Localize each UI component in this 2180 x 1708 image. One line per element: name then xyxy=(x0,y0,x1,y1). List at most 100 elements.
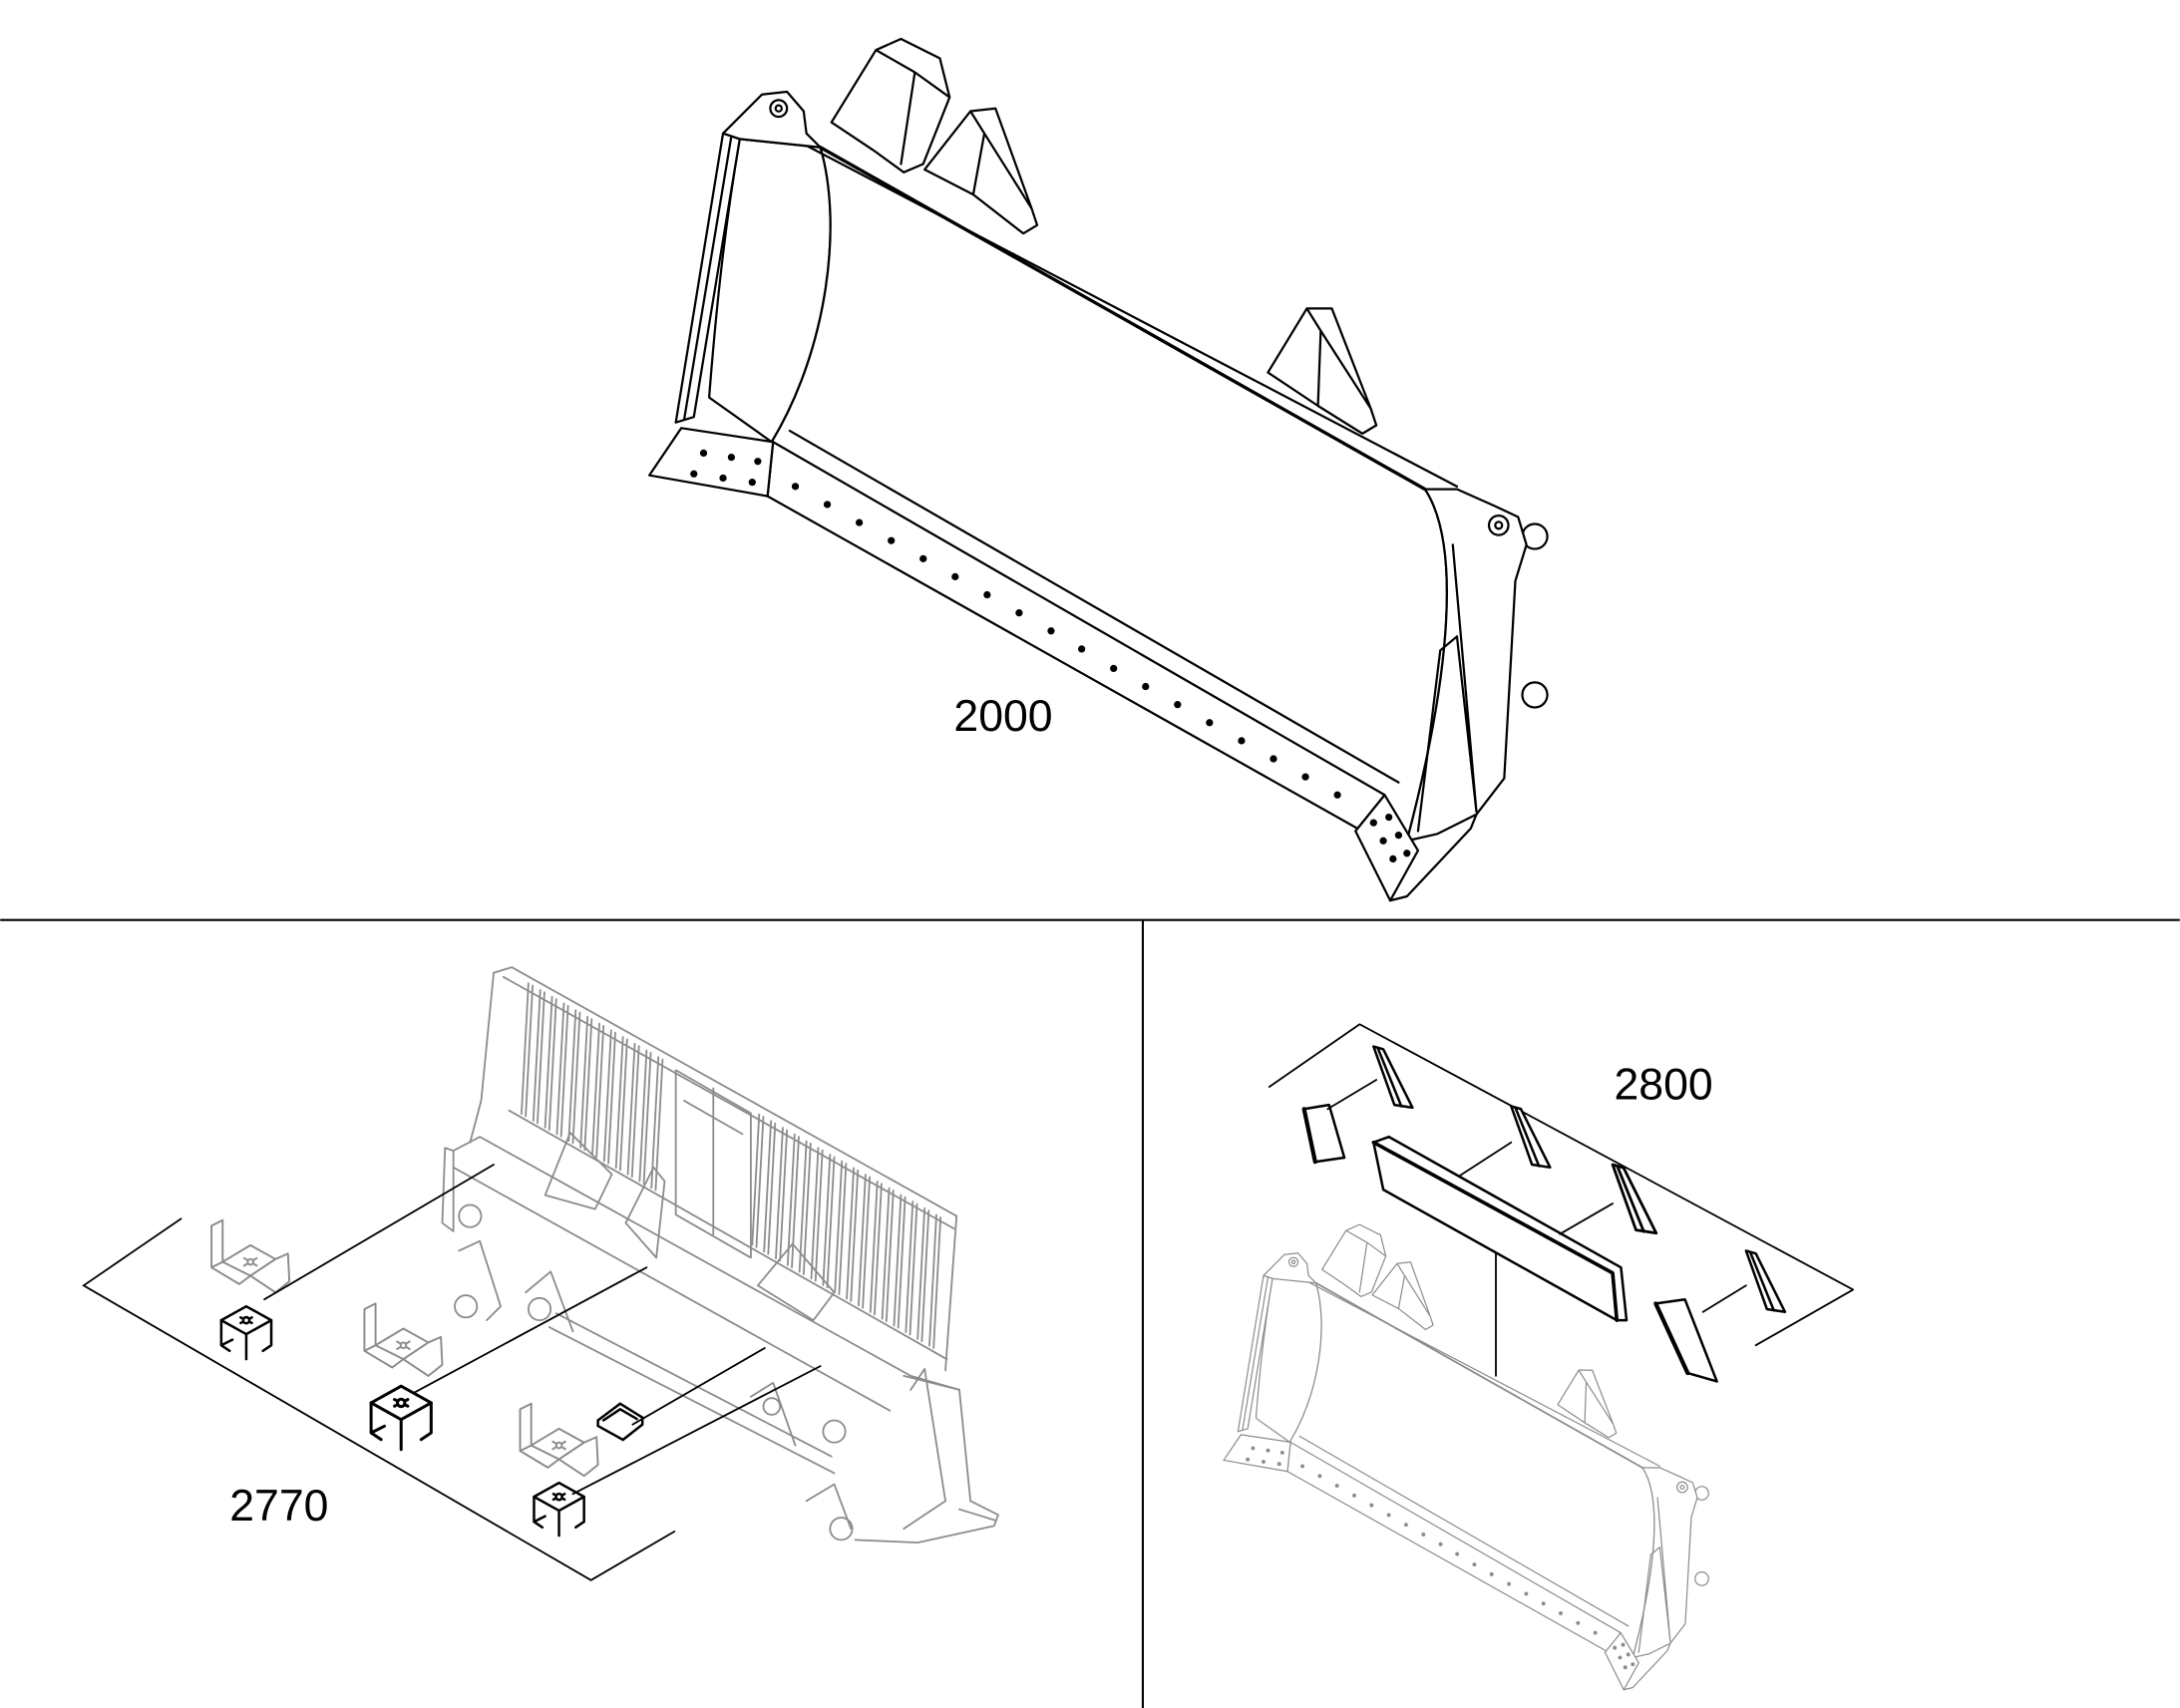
grille-bar xyxy=(537,991,545,1125)
grille-bar xyxy=(555,1002,565,1136)
gusset-plate xyxy=(1744,1249,1787,1314)
grille-bar xyxy=(614,1036,624,1169)
clip-bracket xyxy=(369,1384,433,1452)
grille-center-frame xyxy=(674,1069,752,1259)
grille-bar xyxy=(920,1209,930,1343)
grille-bar xyxy=(607,1031,616,1165)
grille-bar xyxy=(544,995,553,1129)
grille-bar xyxy=(775,1127,784,1259)
lower-beam xyxy=(547,1312,836,1475)
grille-bar xyxy=(802,1142,812,1275)
grille-bar xyxy=(579,1015,589,1149)
reference-blade-rear-view xyxy=(441,966,999,1544)
leader-line xyxy=(631,1347,766,1426)
panel-dividers xyxy=(0,918,2180,1708)
grille-bar xyxy=(798,1140,808,1273)
clip-bracket xyxy=(219,1304,273,1361)
grille-bar xyxy=(532,989,542,1122)
pivot-pin xyxy=(458,1203,483,1228)
grille-bars xyxy=(521,982,942,1349)
shim-plate xyxy=(596,1402,644,1442)
grille-bar xyxy=(571,1011,581,1145)
grille-bar xyxy=(630,1045,640,1179)
grille-right-edge xyxy=(944,1214,958,1372)
bottom-skid xyxy=(958,1508,997,1522)
panel-bottom-left: 2770 xyxy=(82,966,999,1581)
part-number-callout[interactable]: 2800 xyxy=(1614,1061,1712,1110)
group-bracket-line xyxy=(82,1217,676,1581)
leader-line xyxy=(263,1164,495,1301)
grille-top-rail xyxy=(493,966,958,1230)
leader-line xyxy=(1326,1079,1378,1111)
grille-bar xyxy=(862,1176,871,1309)
grille-bar xyxy=(583,1018,593,1152)
grille-bar xyxy=(547,998,557,1131)
leader-line xyxy=(1701,1284,1747,1313)
grille-bar xyxy=(850,1169,860,1302)
dozer-blade-reference-view xyxy=(1223,1223,1710,1691)
pivot-pin xyxy=(527,1296,552,1322)
grille-bar xyxy=(885,1190,895,1322)
leader-line xyxy=(571,1365,822,1496)
grille-bar xyxy=(650,1056,660,1190)
part-number-callout[interactable]: 2770 xyxy=(229,1482,328,1531)
wear-plate xyxy=(1372,1135,1629,1322)
group-bracket-line xyxy=(1268,1023,1855,1347)
wear-block-right-edge xyxy=(1653,1301,1690,1376)
clip-bracket xyxy=(533,1481,585,1537)
grille-bar xyxy=(591,1022,600,1156)
grille-bar xyxy=(810,1147,820,1280)
part-number-callout[interactable]: 2000 xyxy=(953,692,1052,741)
grille-bar xyxy=(826,1156,836,1289)
panel-bottom-right: 2800 xyxy=(1223,1023,1855,1691)
wear-plate-edge xyxy=(1371,1140,1620,1322)
right-gusset xyxy=(903,1368,946,1531)
grille-bottom-rail xyxy=(508,1109,948,1361)
grille-bar xyxy=(618,1038,628,1172)
grille-bar xyxy=(814,1149,824,1282)
grille-bar xyxy=(626,1042,636,1176)
pivot-pin xyxy=(454,1294,479,1319)
left-end-plate xyxy=(441,1147,455,1232)
new-parts-2800: 2800 xyxy=(1268,1023,1855,1383)
pivot-pin xyxy=(829,1517,854,1541)
grille-bar xyxy=(846,1167,855,1300)
right-end-plate xyxy=(854,1374,999,1544)
grille-bar xyxy=(567,1009,577,1143)
push-arm-lugs xyxy=(458,1239,853,1531)
mount-holders xyxy=(210,1218,599,1478)
pivot-pin xyxy=(822,1419,847,1444)
grille-bar xyxy=(834,1160,844,1293)
grille-bar xyxy=(767,1122,777,1255)
grille-bar xyxy=(779,1129,789,1262)
grille-bar xyxy=(897,1196,907,1329)
brace-center xyxy=(624,1166,666,1259)
grille-bar xyxy=(916,1206,926,1340)
grille-bar xyxy=(654,1058,664,1192)
wear-block-left-edge xyxy=(1301,1107,1317,1165)
pivot-pin xyxy=(762,1397,782,1416)
grille-bar xyxy=(838,1163,848,1296)
gusset-plate xyxy=(1372,1045,1414,1110)
brace-right xyxy=(756,1242,836,1322)
grille-bar xyxy=(786,1133,796,1266)
grille-bar xyxy=(881,1187,891,1320)
grille-bar xyxy=(869,1180,879,1313)
gusset-plate xyxy=(1611,1163,1658,1235)
grille-bar xyxy=(928,1213,937,1347)
body-front-line xyxy=(452,1166,892,1412)
callout-group-top: 2000 xyxy=(953,692,1052,741)
grille-bar xyxy=(932,1216,942,1349)
grille-bar xyxy=(559,1004,569,1138)
grille-bar xyxy=(638,1049,648,1183)
leader-line xyxy=(413,1266,648,1394)
grille-bar xyxy=(751,1113,761,1246)
grille-bar xyxy=(521,982,530,1116)
grille-bar xyxy=(525,984,534,1118)
leader-line xyxy=(1458,1141,1513,1178)
grille-bar xyxy=(595,1025,605,1158)
leader-line xyxy=(1559,1202,1614,1235)
new-parts-2770: 2770 xyxy=(82,1164,822,1581)
grille-bar xyxy=(858,1174,867,1307)
